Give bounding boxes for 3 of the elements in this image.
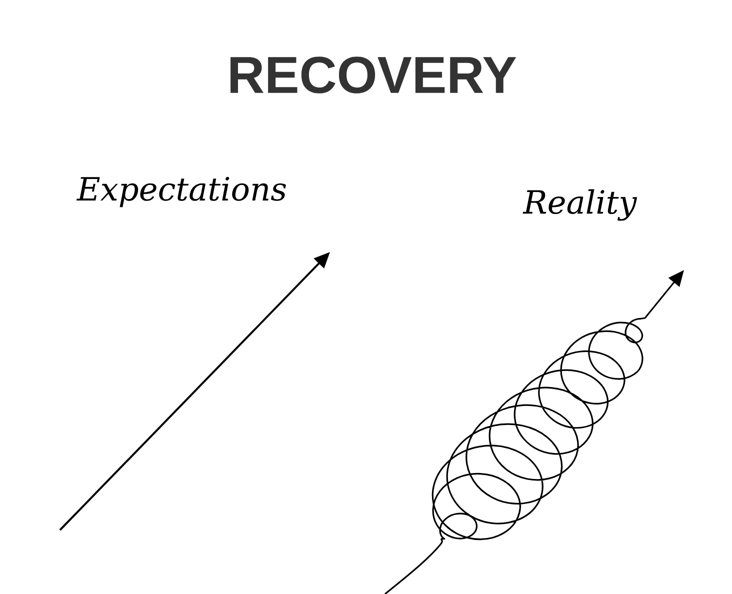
handwritten-label: Reality: [522, 189, 638, 221]
title: RECOVERY: [230, 56, 516, 94]
handwritten-label: Expectations: [76, 176, 286, 208]
